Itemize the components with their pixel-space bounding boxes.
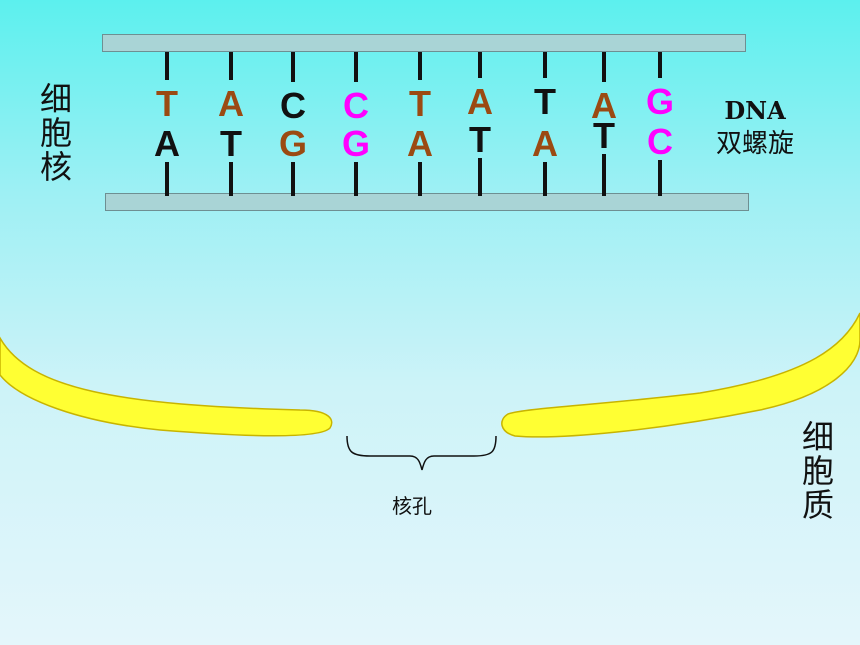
base-top: T [534,81,556,122]
nuclear-pore-brace [346,435,497,471]
base-top: C [280,85,306,126]
base-top: A [218,83,244,124]
base-bottom: A [154,123,180,164]
dna-label-line2: 双螺旋 [715,129,794,159]
base-bottom: T [593,115,615,156]
dna-label-line1: DNA [724,96,786,125]
base-top: T [409,83,431,124]
nucleus-label: 细胞核 [35,82,73,184]
base-bottom: G [278,123,307,164]
dna-bottom-strand [105,193,749,211]
base-top: G [645,81,674,122]
cytoplasm-label: 细胞质 [797,420,835,522]
base-top: A [467,81,493,122]
nuclear-pore-label: 核孔 [392,494,432,518]
base-bottom: A [407,123,433,164]
base-top: T [156,83,178,124]
nuclear-membrane-left [0,336,333,437]
nuclear-membrane-right [501,312,860,438]
base-top: C [343,85,369,126]
dna-top-strand [102,34,746,52]
base-bottom: T [469,119,491,160]
dna-label: DNA 双螺旋 [700,96,810,162]
base-bottom: A [532,123,558,164]
base-bottom: G [341,123,370,164]
base-bottom: T [220,123,242,164]
base-bottom: C [647,121,673,162]
base-top: A [591,85,617,126]
